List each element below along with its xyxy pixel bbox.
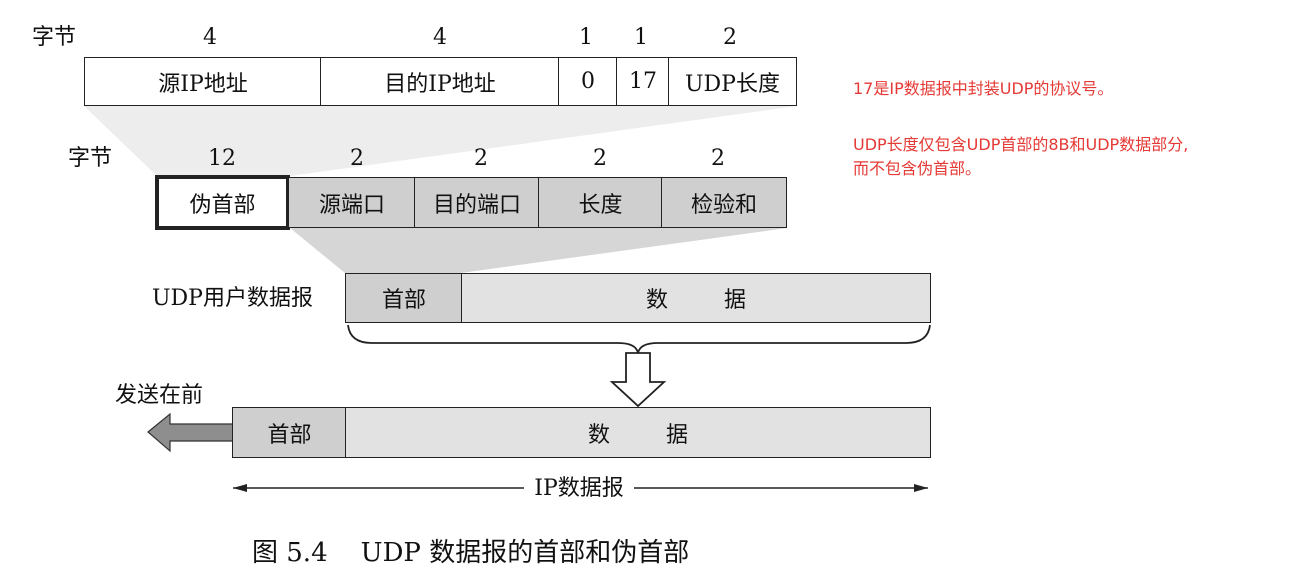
udp-header-projection xyxy=(290,228,787,273)
annotation-protocol-number: 17是IP数据报中封装UDP的协议号。 xyxy=(853,79,1114,98)
ip-datagram-label: IP数据报 xyxy=(530,478,628,500)
size-protocol: 1 xyxy=(634,25,648,50)
size-udp-length: 2 xyxy=(723,25,737,50)
udp-header-block: 首部 xyxy=(345,273,463,323)
udp-datagram-label: UDP用户数据报 xyxy=(152,286,313,311)
size-src-ip: 4 xyxy=(203,25,217,50)
field-destination-port: 目的端口 xyxy=(414,177,540,228)
figure-caption: 图 5.4 UDP 数据报的首部和伪首部 xyxy=(252,538,690,568)
send-direction-arrow xyxy=(147,412,234,453)
byte-label-row1: 字节 xyxy=(32,25,77,50)
annotation-udp-length-line2: 而不包含伪首部。 xyxy=(853,159,982,178)
field-pseudo-header: 伪首部 xyxy=(155,175,290,230)
ip-header-block: 首部 xyxy=(232,407,347,458)
field-zero: 0 xyxy=(558,57,618,106)
field-protocol: 17 xyxy=(616,57,670,106)
size-checksum: 2 xyxy=(711,146,725,171)
field-udp-length: UDP长度 xyxy=(668,57,797,106)
send-first-label: 发送在前 xyxy=(115,383,204,408)
annotation-udp-length-line1: UDP长度仅包含UDP首部的8B和UDP数据部分, xyxy=(853,135,1189,154)
field-source-port: 源端口 xyxy=(288,177,416,228)
ip-span-left-head xyxy=(233,484,247,492)
size-src-port: 2 xyxy=(350,146,364,171)
field-destination-ip: 目的IP地址 xyxy=(320,57,560,106)
pseudo-header-projection xyxy=(84,106,797,176)
size-pseudo-header: 12 xyxy=(208,146,236,171)
size-dst-port: 2 xyxy=(474,146,488,171)
ip-data-block: 数 据 xyxy=(345,407,931,458)
field-length: 长度 xyxy=(538,177,663,228)
udp-data-block: 数 据 xyxy=(461,273,931,323)
size-length: 2 xyxy=(593,146,607,171)
field-checksum: 检验和 xyxy=(661,177,787,228)
field-source-ip: 源IP地址 xyxy=(84,57,322,106)
byte-label-row2: 字节 xyxy=(68,146,113,171)
ip-span-right-head xyxy=(914,484,928,492)
udp-brace xyxy=(347,324,931,354)
encapsulation-arrow xyxy=(609,352,667,408)
size-zero: 1 xyxy=(579,25,593,50)
size-dst-ip: 4 xyxy=(433,25,447,50)
